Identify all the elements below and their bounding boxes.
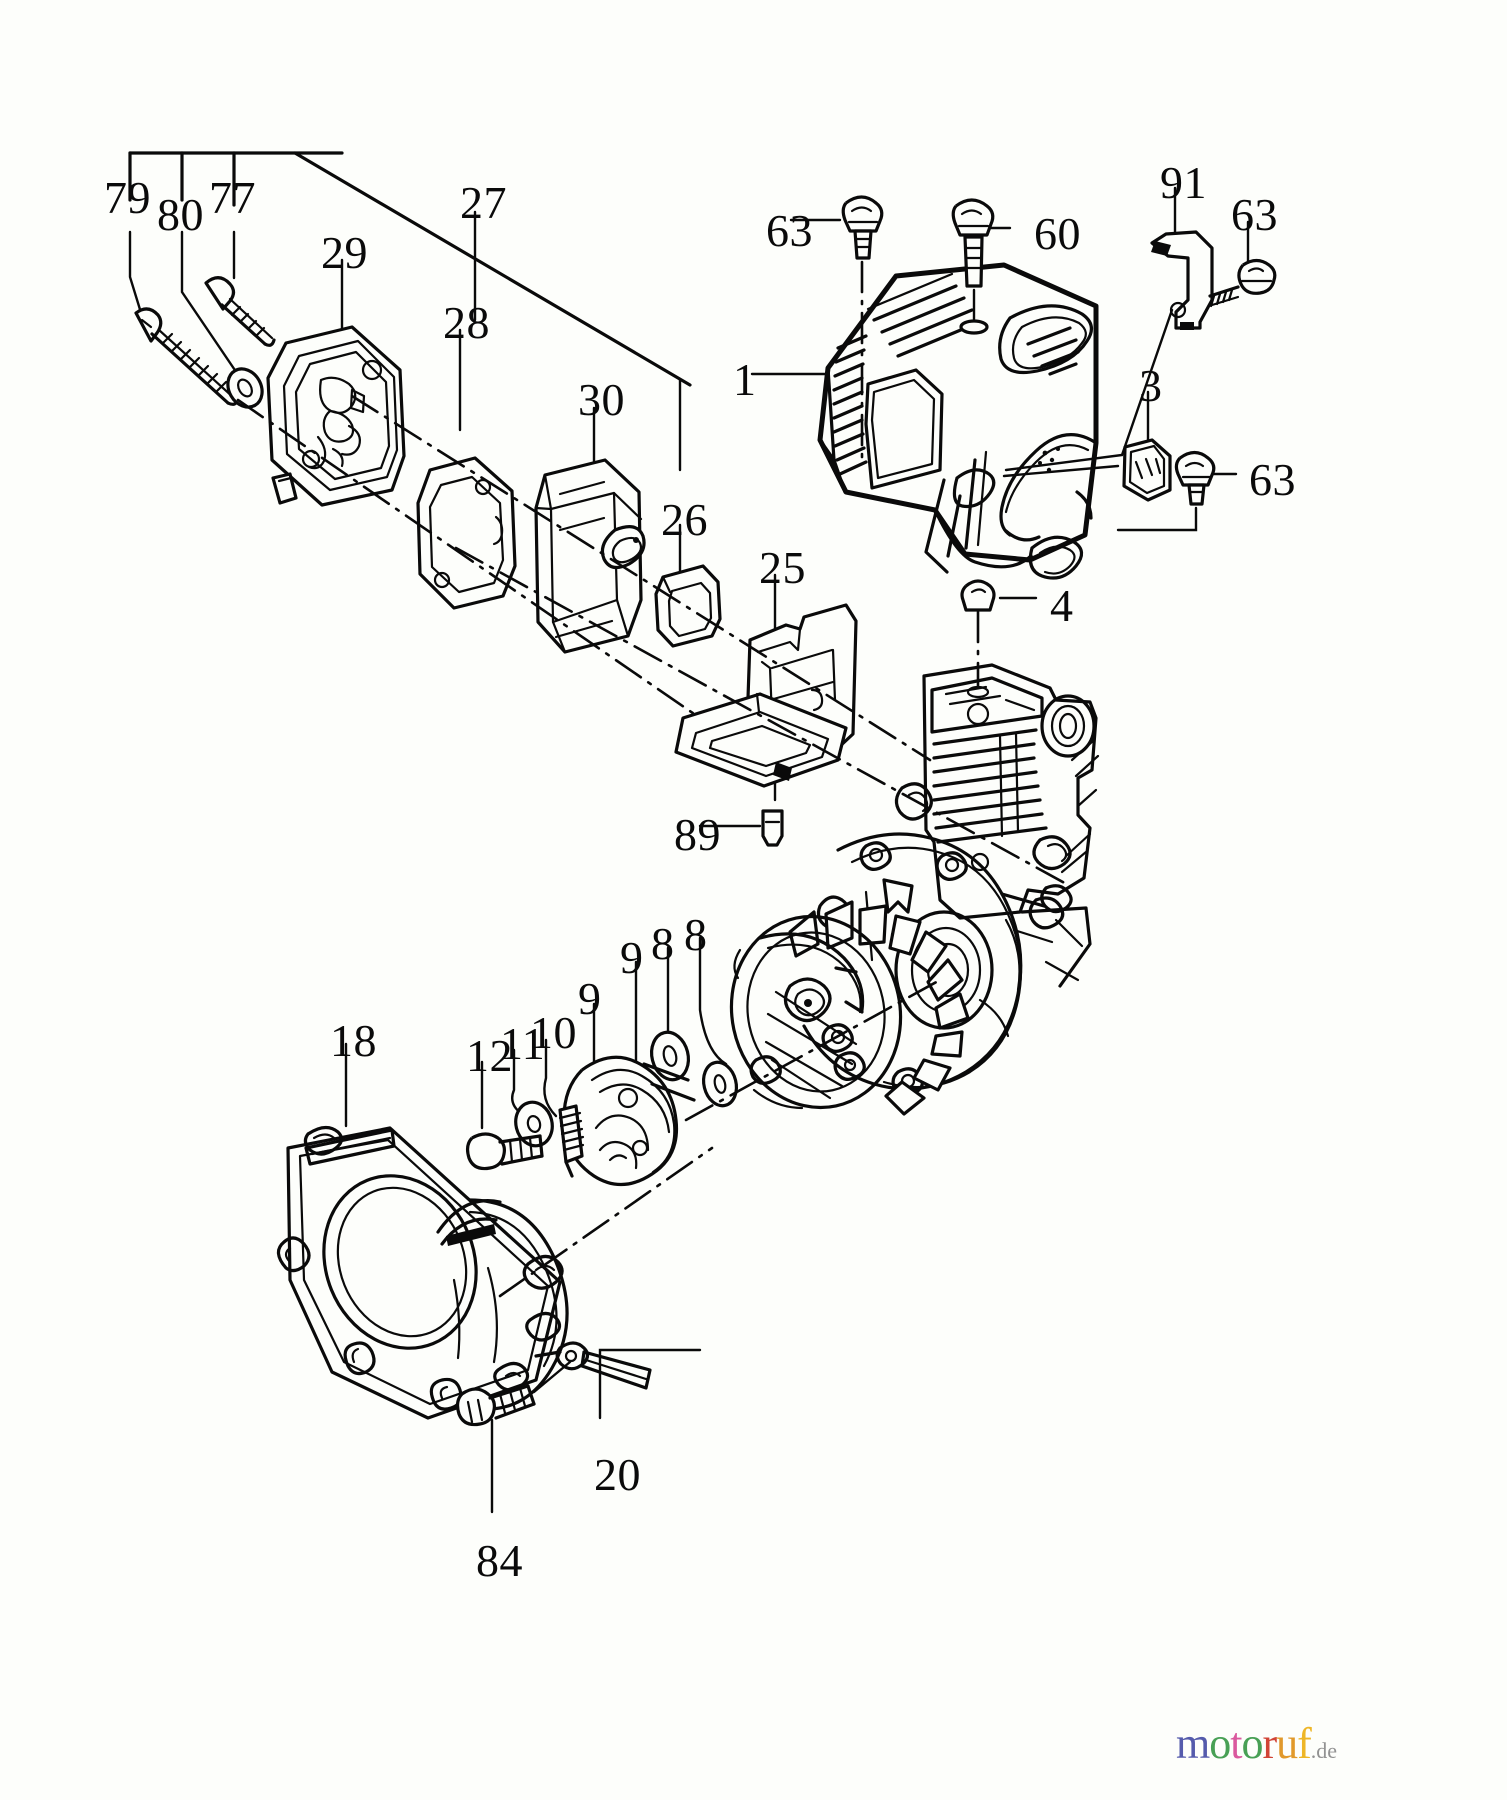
callout-30: 30	[578, 374, 625, 425]
callout-60: 60	[1034, 208, 1081, 259]
part-77-screw	[204, 276, 276, 347]
callout-80: 80	[157, 189, 204, 240]
watermark-letter: o	[1209, 1719, 1231, 1768]
part-26-insulator-gasket	[654, 564, 722, 648]
part-8-washers	[649, 936, 739, 1108]
part-89-screw	[698, 809, 784, 847]
callout-9-b: 9	[578, 973, 602, 1024]
part-25-heat-insulator	[674, 603, 858, 788]
part-80-washer	[226, 367, 264, 409]
callout-25: 25	[759, 542, 806, 593]
watermark-letter: t	[1230, 1719, 1242, 1768]
callout-10: 10	[530, 1007, 577, 1058]
callout-89: 89	[674, 809, 721, 860]
part-30-air-cleaner-body	[534, 458, 646, 654]
watermark-letter: f	[1297, 1719, 1312, 1768]
part-18-fan-case	[276, 1042, 714, 1420]
callout-12: 12	[466, 1030, 513, 1081]
watermark-suffix: .de	[1310, 1738, 1338, 1763]
assembly-axis-lines	[236, 394, 1072, 1122]
callout-77: 77	[209, 172, 256, 223]
part-12-clutch-bolt	[465, 1060, 544, 1171]
watermark-letter: m	[1176, 1719, 1210, 1768]
part-28-air-cleaner-gasket	[416, 456, 517, 610]
callout-9-a: 9	[620, 932, 644, 983]
part-29-air-cleaner-cover	[266, 325, 406, 507]
part-9-clutch-shoes	[562, 960, 696, 1187]
callout-4: 4	[1050, 580, 1074, 631]
callout-8-a: 8	[651, 918, 675, 969]
part-79-long-screw	[134, 307, 240, 406]
callout-63-bracket: 63	[1231, 189, 1278, 240]
part-63-bracket-screw	[1208, 220, 1277, 308]
callout-91: 91	[1160, 157, 1207, 208]
watermark-letter: u	[1276, 1719, 1298, 1768]
callout-11: 11	[500, 1018, 546, 1069]
leader-lines-top-left	[128, 151, 777, 802]
watermark-letter: r	[1262, 1719, 1277, 1768]
callout-79: 79	[104, 172, 151, 223]
callout-20: 20	[594, 1449, 641, 1500]
part-20-pin	[534, 1341, 702, 1420]
callout-63-top: 63	[766, 205, 813, 256]
part-60-cover-bolt	[951, 198, 1012, 335]
engine-cylinder-crankcase	[802, 663, 1100, 1097]
callout-26: 26	[661, 494, 708, 545]
callout-63-cushion: 63	[1249, 454, 1296, 505]
part-63-cover-screw-top	[789, 195, 884, 464]
part-10-clutch-spring	[543, 1038, 585, 1178]
callout-28: 28	[443, 297, 490, 348]
part-63-cushion-screw	[1116, 450, 1238, 532]
part-11-washer	[511, 1048, 554, 1148]
callout-1: 1	[733, 354, 757, 405]
part-91-bracket	[1004, 186, 1214, 472]
part-3-cushion	[1002, 390, 1172, 502]
watermark-letter: o	[1241, 1719, 1263, 1768]
callout-3: 3	[1139, 360, 1163, 411]
motoruf-watermark: motoruf.de	[1176, 1722, 1337, 1766]
part-84-fan-case-screw	[455, 1360, 572, 1514]
callout-29: 29	[321, 227, 368, 278]
part-4-grommet	[960, 579, 1038, 699]
callout-27: 27	[460, 177, 507, 228]
flywheel-fan	[729, 900, 970, 1116]
callout-18: 18	[330, 1015, 377, 1066]
callout-8-b: 8	[684, 909, 708, 960]
callout-84: 84	[476, 1535, 523, 1586]
part-1-engine-cover	[750, 262, 1099, 580]
